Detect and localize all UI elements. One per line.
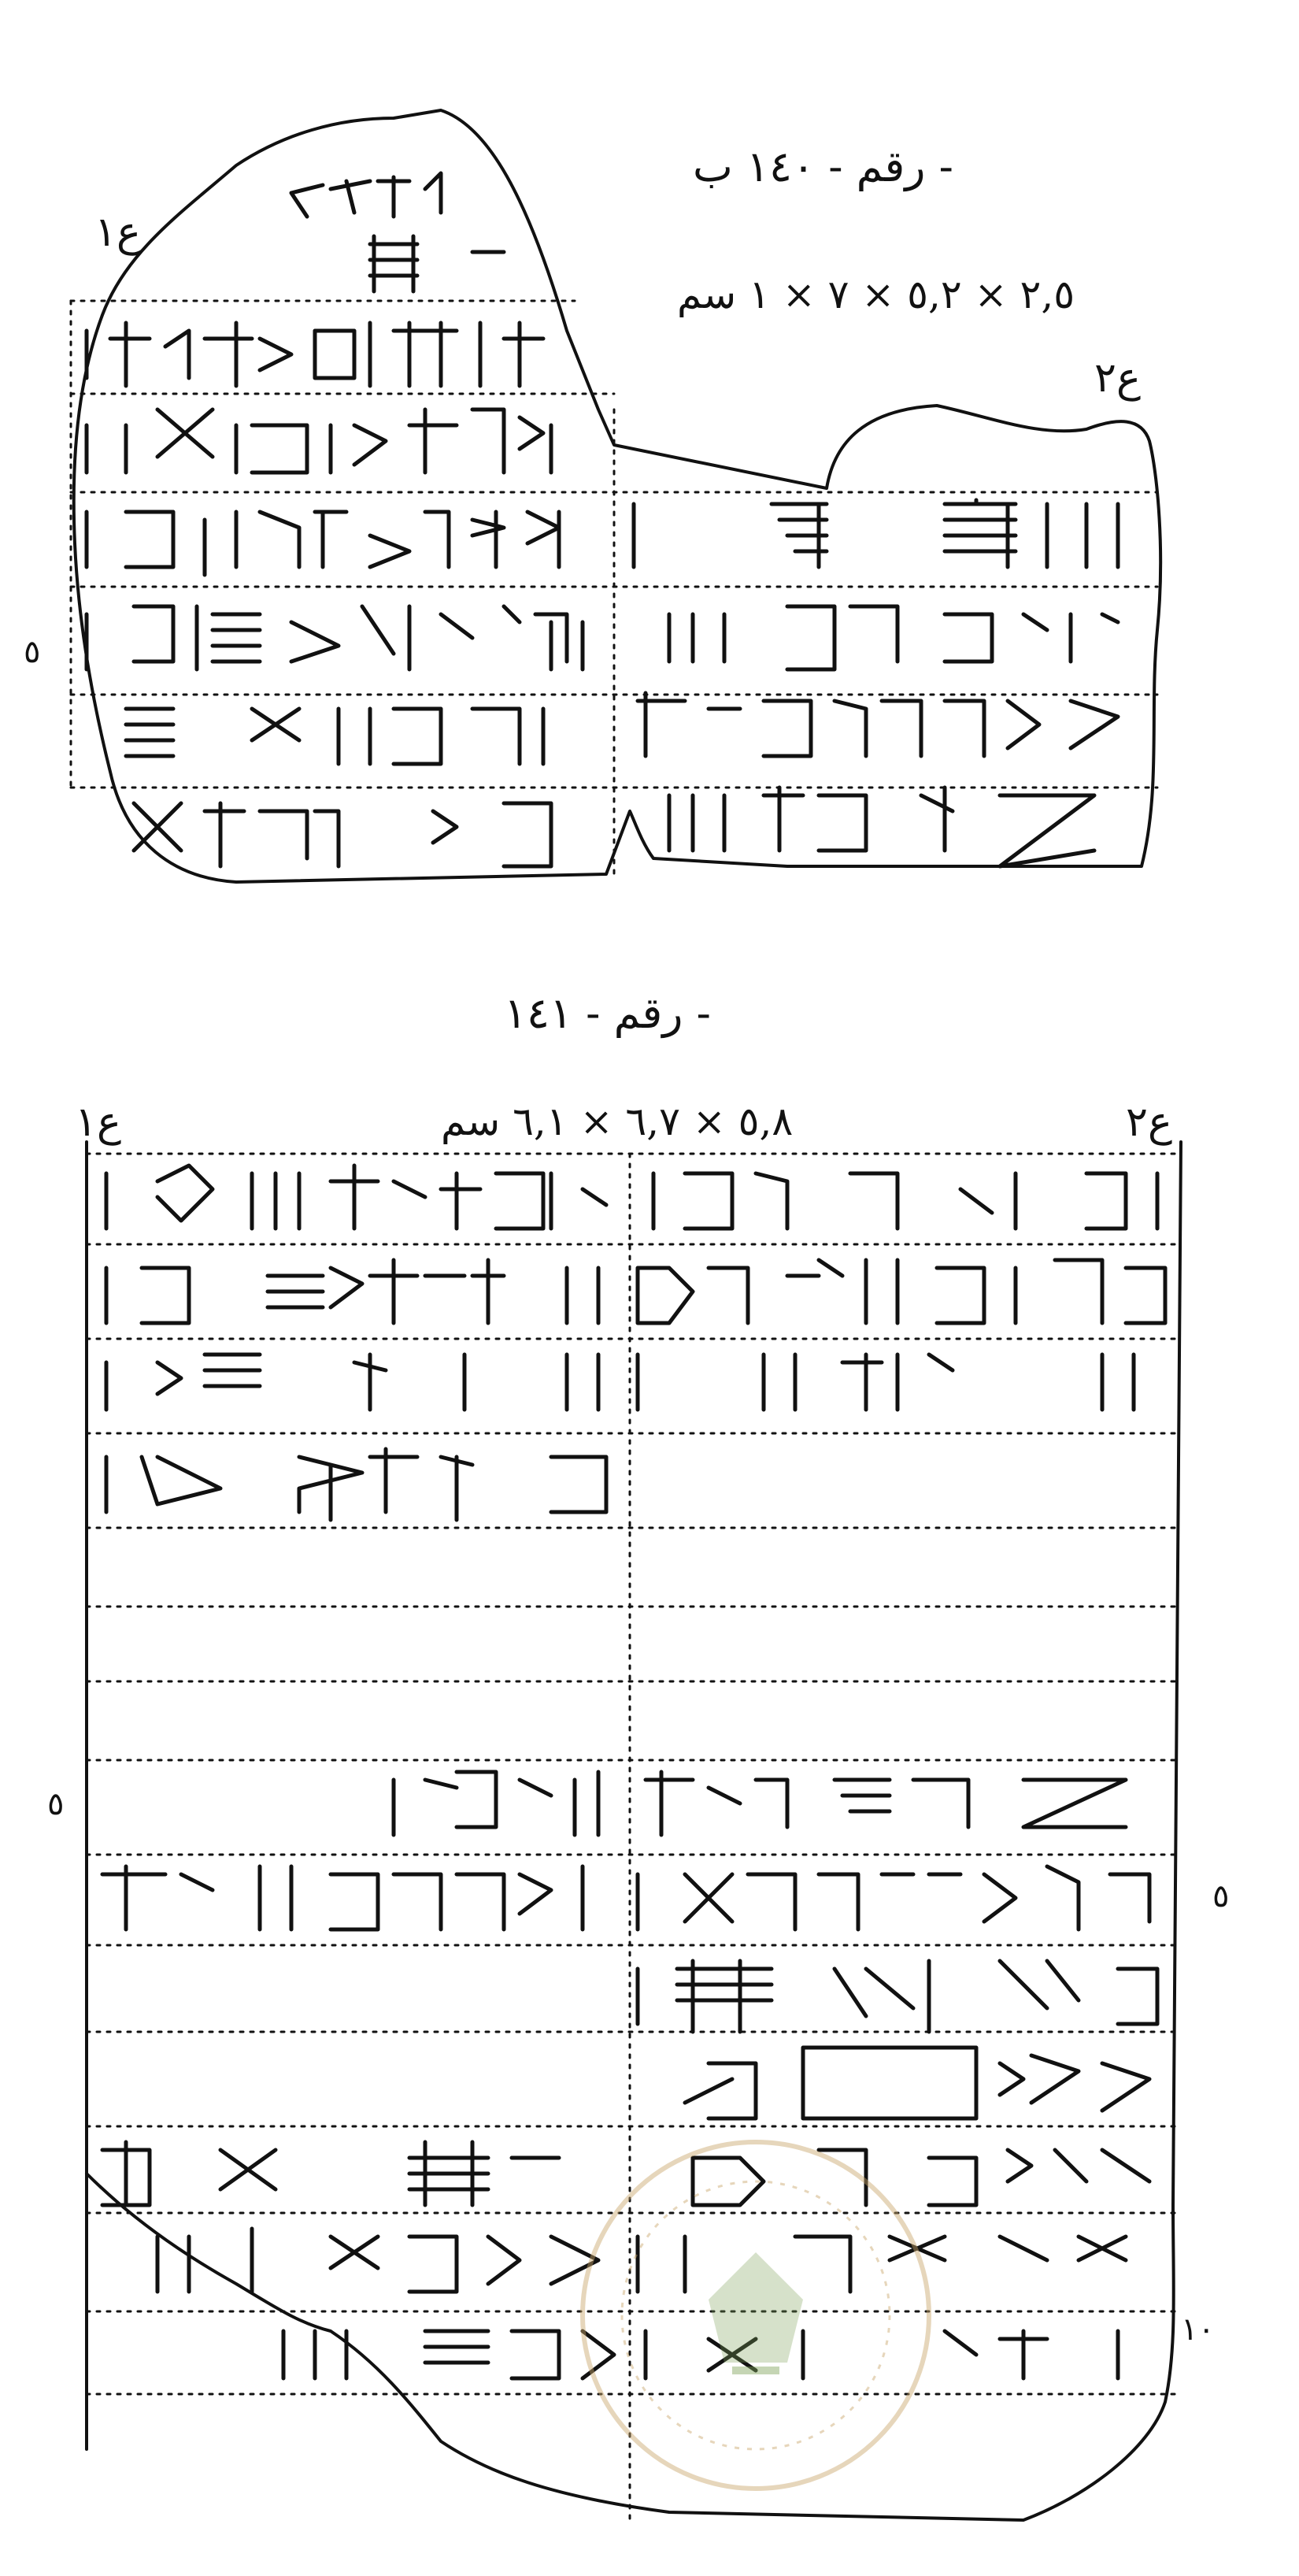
top-tablet-line-number: ٥ <box>24 634 41 670</box>
bottom-tablet-signs <box>100 1163 1168 2381</box>
top-tablet-side-right: ع٢ <box>1094 354 1141 402</box>
bottom-tablet-dimensions: ٥,٨ × ٦,٧ × ٦,١ سم <box>441 1099 794 1144</box>
bottom-tablet-side-left: ع١ <box>75 1099 121 1146</box>
top-tablet-drawing <box>69 109 1163 884</box>
bottom-tablet-title: رقم - ١٤١ - <box>504 988 711 1038</box>
top-tablet-outline <box>72 109 1163 884</box>
bottom-tablet-side-right: ع٢ <box>1126 1099 1172 1146</box>
bottom-tablet-line-number-left: ٥ <box>47 1786 65 1822</box>
bottom-tablet-outline <box>85 1140 1182 2522</box>
library-seal-icon <box>580 2140 931 2491</box>
bottom-tablet-line-number-bottom: ١٠ <box>1181 2311 1215 2348</box>
top-tablet-signs <box>84 171 1120 869</box>
top-tablet-dimensions: ٢,٥ × ٥,٢ × ٧ × ١ سم <box>677 272 1075 317</box>
bottom-tablet-line-number-right: ٥ <box>1212 1878 1230 1914</box>
top-tablet-side-left: ع١ <box>94 209 141 256</box>
top-tablet-title: رقم - ١٤٠ ب - <box>693 142 953 191</box>
